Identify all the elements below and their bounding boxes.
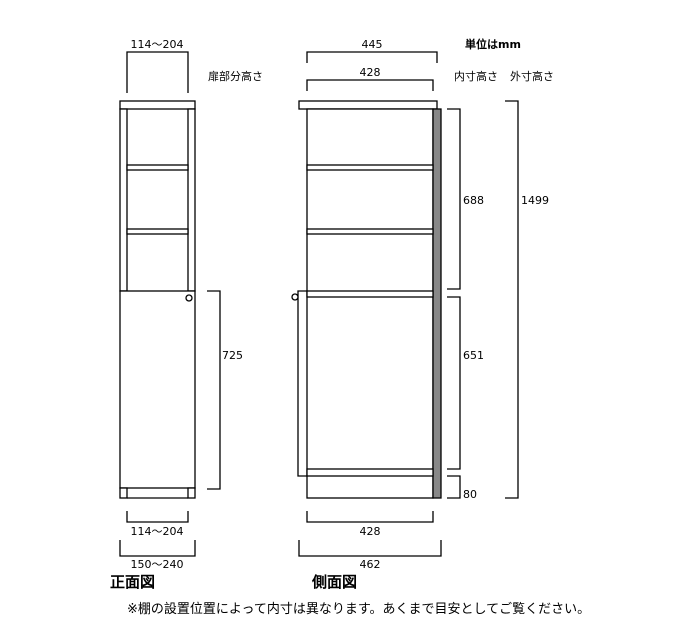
- side-door: [297, 290, 307, 477]
- front-shelf: [126, 228, 189, 235]
- front-door: [119, 290, 196, 489]
- side-shelf: [306, 228, 434, 235]
- front-outer-width-bracket: [119, 540, 196, 557]
- front-top-width-label: 114〜204: [131, 38, 184, 51]
- base-height-bracket: [447, 475, 461, 499]
- base-height-label: 80: [463, 488, 477, 501]
- door-knob-icon: [185, 294, 193, 302]
- front-base-left: [119, 487, 128, 499]
- door-height-header: 扉部分高さ: [208, 69, 263, 83]
- front-right-side: [187, 108, 196, 292]
- lower-inner-height-label: 651: [463, 349, 484, 362]
- unit-label: 単位はmm: [465, 37, 521, 51]
- outer-height-header: 外寸高さ: [510, 69, 554, 83]
- outer-height-bracket: [505, 100, 519, 499]
- door-height-bracket: [207, 290, 221, 490]
- outer-height-label: 1499: [521, 194, 549, 207]
- side-bottom-outer-depth-bracket: [298, 540, 442, 557]
- upper-inner-height-bracket: [447, 108, 461, 290]
- side-back-panel: [432, 108, 442, 499]
- front-inner-width-label: 114〜204: [131, 525, 184, 538]
- front-view-title: 正面図: [110, 573, 155, 591]
- door-knob-icon: [291, 293, 299, 301]
- inner-height-header: 内寸高さ: [454, 69, 498, 83]
- front-top-board: [119, 100, 196, 110]
- side-inner-top-depth-bracket: [306, 79, 434, 91]
- front-top-width-bracket: [126, 51, 189, 93]
- front-outer-width-label: 150〜240: [131, 558, 184, 571]
- side-top-depth-label: 445: [362, 38, 383, 51]
- door-height-label: 725: [222, 349, 243, 362]
- front-inner-width-bracket: [126, 511, 189, 523]
- side-shelf: [306, 164, 434, 171]
- side-shelf: [306, 290, 434, 298]
- front-left-side: [119, 108, 128, 292]
- side-bottom-shelf: [306, 468, 434, 477]
- note-text: ※棚の設置位置によって内寸は異なります。あくまで目安としてご覧ください。: [127, 601, 590, 617]
- lower-inner-height-bracket: [447, 296, 461, 470]
- front-view: 114〜204 扉部分高さ 725 114〜204 150〜240 正面図: [110, 38, 263, 591]
- front-base-right: [187, 487, 196, 499]
- side-top-depth-bracket: [306, 51, 438, 63]
- side-bottom-inner-depth-bracket: [306, 511, 434, 523]
- upper-inner-height-label: 688: [463, 194, 484, 207]
- front-shelf: [126, 164, 189, 171]
- side-body: [306, 108, 434, 499]
- side-view: 445 428 単位はmm 内寸高さ 外寸高さ 688 651 80 1499 …: [291, 37, 554, 591]
- side-inner-top-depth-label: 428: [360, 66, 381, 79]
- side-view-title: 側面図: [311, 573, 357, 591]
- side-bottom-inner-depth-label: 428: [360, 525, 381, 538]
- side-bottom-outer-depth-label: 462: [360, 558, 381, 571]
- side-top-board: [298, 100, 438, 110]
